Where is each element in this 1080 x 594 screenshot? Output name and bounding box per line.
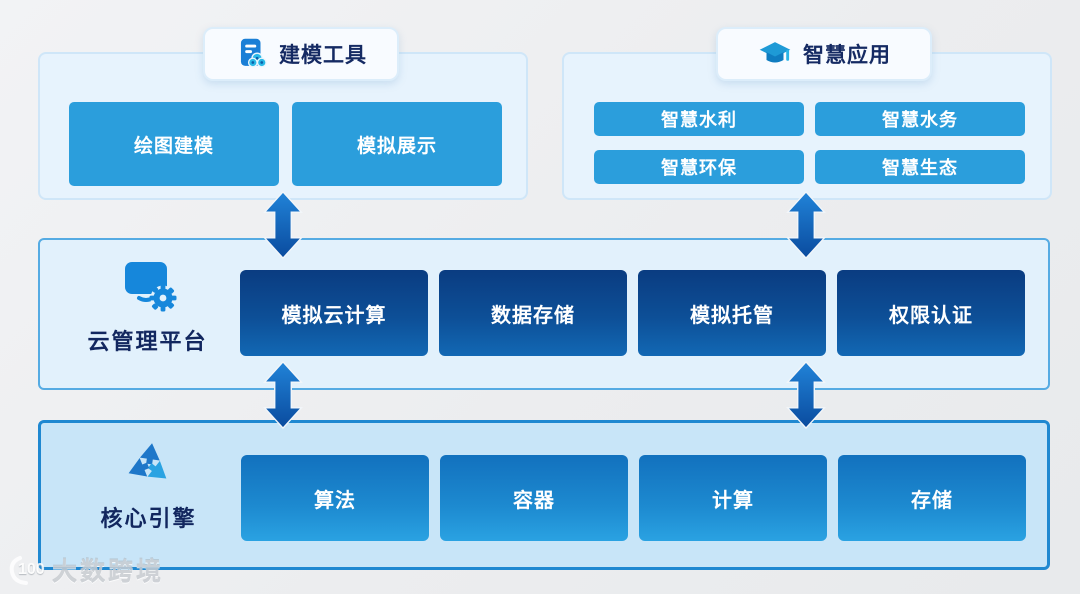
smart-water-conservancy-box: 智慧水利 (594, 102, 804, 136)
smart-apps-panel: 智慧水利 智慧水务 智慧环保 智慧生态 (562, 52, 1052, 200)
permission-auth-box: 权限认证 (837, 270, 1025, 356)
smart-apps-title: 智慧应用 (803, 44, 891, 67)
container-box: 容器 (440, 455, 628, 541)
cloud-platform-label: 云管理平台 (87, 329, 208, 354)
modeling-tools-header: 建模工具 (203, 27, 399, 81)
arrow-cloud-engine-left (261, 361, 305, 429)
core-engine-panel: 核心引擎 算法 容器 计算 存储 (38, 420, 1050, 570)
smart-water-affairs-box: 智慧水务 (815, 102, 1025, 136)
simulation-hosting-box: 模拟托管 (638, 270, 826, 356)
cloud-platform-panel: 云管理平台 模拟云计算 数据存储 模拟托管 权限认证 (38, 238, 1050, 390)
smart-ecology-box: 智慧生态 (815, 150, 1025, 184)
watermark-text: 大数跨境 (52, 558, 165, 586)
watermark: 100 大数跨境 (6, 552, 164, 588)
modeling-tools-title: 建模工具 (279, 44, 367, 67)
drawing-modeling-box: 绘图建模 (69, 102, 279, 186)
smart-environment-box: 智慧环保 (594, 150, 804, 184)
core-engine-side: 核心引擎 (81, 437, 216, 533)
data-storage-box: 数据存储 (439, 270, 627, 356)
graduation-cap-icon (757, 37, 793, 71)
svg-text:100: 100 (18, 561, 45, 578)
simulated-cloud-computing-box: 模拟云计算 (240, 270, 428, 356)
simulation-display-box: 模拟展示 (292, 102, 502, 186)
arrow-smart-cloud (784, 191, 828, 259)
modeling-tool-icon (235, 37, 269, 71)
cloud-platform-side: 云管理平台 (80, 258, 215, 356)
storage-box: 存储 (838, 455, 1026, 541)
algorithm-box: 算法 (241, 455, 429, 541)
recycle-icon (119, 437, 179, 493)
arrow-cloud-engine-right (784, 361, 828, 429)
watermark-logo-icon: 100 (6, 552, 46, 588)
arrow-modeling-cloud (261, 191, 305, 259)
smart-apps-header: 智慧应用 (716, 27, 932, 81)
computing-box: 计算 (639, 455, 827, 541)
core-engine-label: 核心引擎 (100, 506, 197, 531)
monitor-gear-icon (117, 258, 179, 316)
